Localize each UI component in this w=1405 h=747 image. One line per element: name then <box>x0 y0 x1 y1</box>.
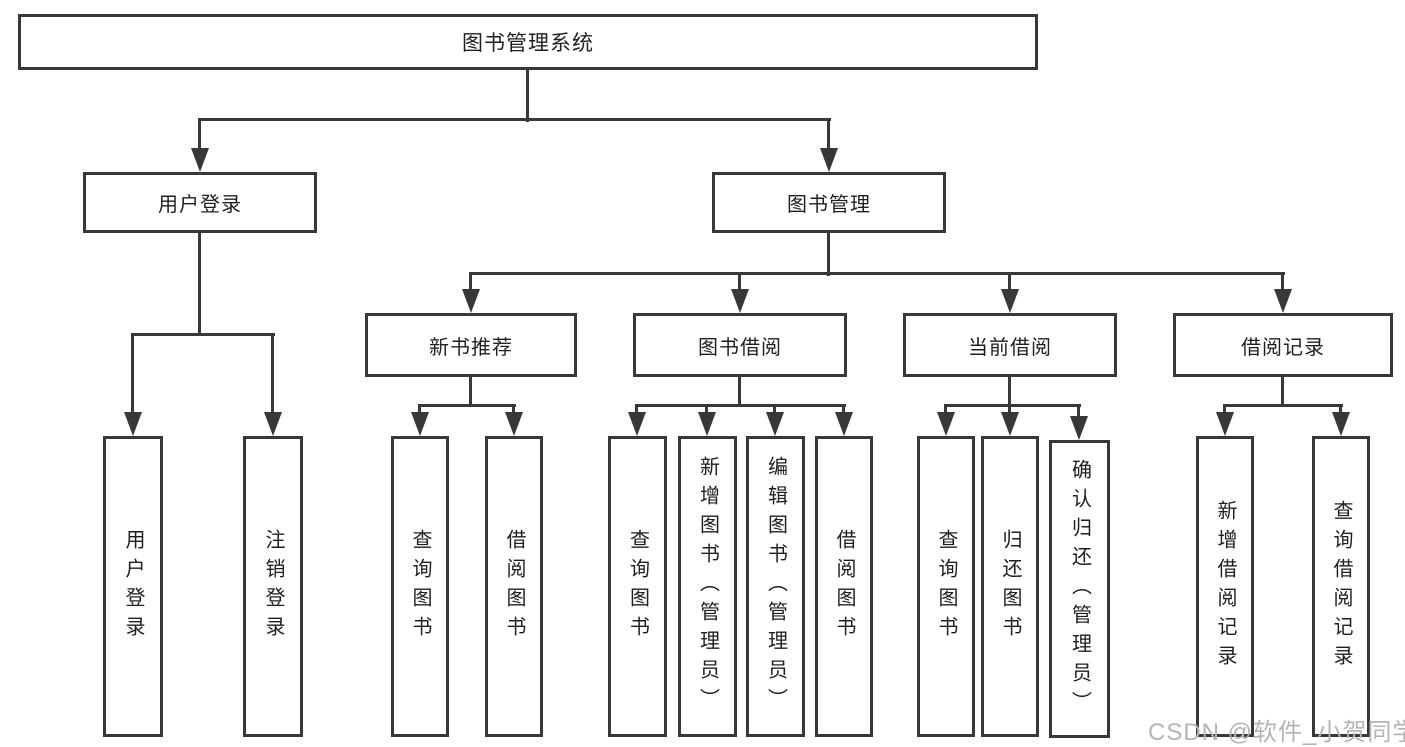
arrow-down <box>190 120 209 172</box>
node-label: 查询图书 <box>409 528 431 645</box>
arrow-down <box>1000 405 1019 436</box>
arrow-down <box>627 405 646 436</box>
node-current-borrowing: 当前借阅 <box>903 313 1117 377</box>
node-book-management: 图书管理 <box>712 172 946 233</box>
node-new-book-recommendation: 新书推荐 <box>365 313 577 377</box>
node-cb-query-books: 查询图书 <box>917 436 975 737</box>
arrow-down <box>819 120 838 172</box>
connector-h <box>635 404 846 407</box>
node-label: 借阅图书 <box>503 528 525 645</box>
watermark: CSDN @软件_小贺同学 <box>1148 719 1405 746</box>
node-nb-query-books: 查询图书 <box>391 436 449 737</box>
arrow-down <box>834 405 853 436</box>
arrow-down <box>936 405 955 436</box>
connector-h <box>198 118 831 121</box>
connector-h <box>1223 404 1343 407</box>
node-bb-borrow-books: 借阅图书 <box>815 436 873 737</box>
arrow-down <box>410 405 429 436</box>
node-label: 查询借阅记录 <box>1330 499 1352 674</box>
connector-v <box>1008 376 1011 407</box>
node-logout: 注销登录 <box>243 436 303 737</box>
connector-h <box>944 404 1081 407</box>
connector-v <box>469 376 472 407</box>
arrow-down <box>504 405 523 436</box>
arrow-down <box>697 405 716 436</box>
node-label: 归还图书 <box>999 528 1021 645</box>
node-bb-query-books: 查询图书 <box>608 436 667 737</box>
arrow-down <box>123 335 142 436</box>
arrow-down <box>461 274 480 313</box>
node-cb-return-books: 归还图书 <box>981 436 1039 737</box>
node-login: 用户登录 <box>103 436 163 737</box>
node-label: 查询图书 <box>626 528 649 645</box>
node-label: 注销登录 <box>262 528 284 645</box>
connector-v <box>738 376 741 407</box>
arrow-down <box>263 335 282 436</box>
arrow-down <box>765 405 784 436</box>
node-library-system: 图书管理系统 <box>18 14 1038 70</box>
node-nb-borrow-books: 借阅图书 <box>485 436 543 737</box>
arrow-down <box>1000 274 1019 313</box>
node-label: 新增借阅记录 <box>1214 499 1236 674</box>
node-label: 编辑图书（管理员） <box>764 456 787 717</box>
connector-v <box>1281 376 1284 407</box>
node-cb-confirm-return-admin: 确认归还（管理员） <box>1049 440 1110 738</box>
arrow-down <box>1273 274 1292 313</box>
arrow-down <box>730 274 749 313</box>
arrow-down <box>1331 405 1350 436</box>
node-book-borrowing: 图书借阅 <box>633 313 847 377</box>
arrow-down <box>1069 405 1088 440</box>
node-label: 用户登录 <box>122 528 144 645</box>
connector-h <box>131 333 275 336</box>
node-bb-edit-books-admin: 编辑图书（管理员） <box>746 436 805 737</box>
arrow-down <box>1215 405 1234 436</box>
node-br-query-record: 查询借阅记录 <box>1312 436 1370 737</box>
node-label: 确认归还（管理员） <box>1068 458 1091 720</box>
connector-h <box>469 272 1285 275</box>
node-label: 查询图书 <box>935 528 957 645</box>
node-br-add-record: 新增借阅记录 <box>1196 436 1254 737</box>
node-borrowing-records: 借阅记录 <box>1173 313 1393 377</box>
connector-v <box>526 68 529 122</box>
node-bb-add-books-admin: 新增图书（管理员） <box>678 436 737 737</box>
node-user-login: 用户登录 <box>83 172 317 233</box>
node-label: 新增图书（管理员） <box>696 456 719 717</box>
connector-v <box>827 232 830 276</box>
node-label: 借阅图书 <box>833 528 855 645</box>
connector-h <box>418 404 516 407</box>
connector-v <box>198 232 201 336</box>
